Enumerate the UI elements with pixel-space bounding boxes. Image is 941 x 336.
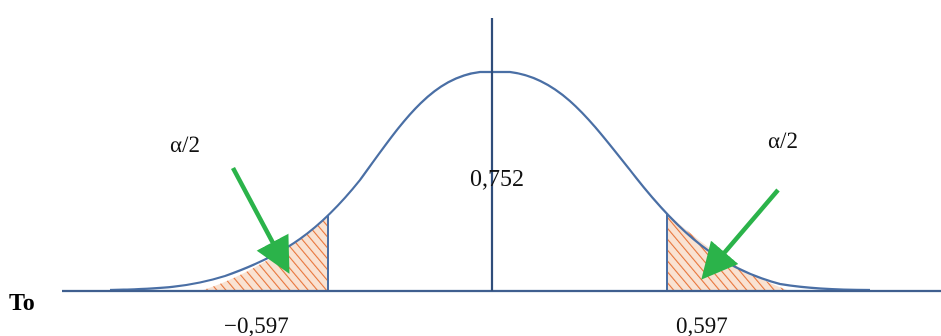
right-critical-label: 0,597 — [676, 313, 728, 336]
cut-off-text: To — [9, 290, 35, 316]
left-critical-label: −0,597 — [224, 313, 289, 336]
left-alpha-label: α/2 — [170, 132, 200, 157]
bell-curve — [109, 70, 871, 292]
right-alpha-label: α/2 — [768, 128, 798, 153]
left-arrow — [231, 166, 290, 274]
center-value-label: 0,752 — [470, 166, 524, 192]
left-tail-region — [200, 215, 328, 291]
right-tail-region — [667, 213, 790, 291]
right-arrow — [701, 188, 780, 280]
